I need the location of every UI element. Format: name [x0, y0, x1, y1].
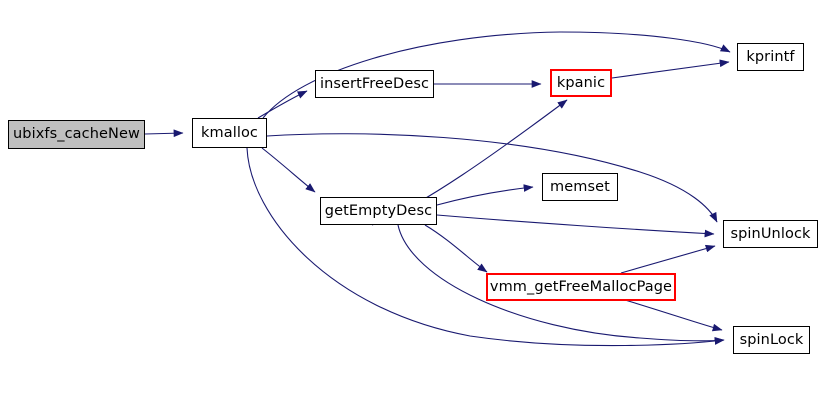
edges-group: [144, 31, 731, 347]
node-label-ubixfs_cacheNew: ubixfs_cacheNew: [13, 126, 140, 143]
node-kmalloc[interactable]: kmalloc: [192, 118, 267, 148]
edge-kmalloc-to-kprintf: [262, 31, 731, 119]
edge-kmalloc-to-getEmptyDesc: [261, 147, 316, 193]
edge-getEmptyDesc-to-spinLock: [397, 224, 725, 345]
edge-getEmptyDesc-to-vmm_getFreeMallocPage: [424, 224, 488, 273]
node-vmm_getFreeMallocPage[interactable]: vmm_getFreeMallocPage: [486, 273, 676, 301]
edge-ubixfs_cacheNew-to-kmalloc: [144, 129, 184, 138]
node-label-kmalloc: kmalloc: [200, 124, 258, 141]
edge-kmalloc-to-spinUnlock: [266, 133, 718, 223]
node-label-insertFreeDesc: insertFreeDesc: [319, 75, 430, 92]
node-insertFreeDesc[interactable]: insertFreeDesc: [315, 70, 434, 98]
node-label-kprintf: kprintf: [746, 48, 795, 65]
node-memset[interactable]: memset: [542, 173, 618, 201]
node-ubixfs_cacheNew[interactable]: ubixfs_cacheNew: [8, 120, 145, 149]
node-label-spinLock: spinLock: [739, 331, 804, 348]
node-spinUnlock[interactable]: spinUnlock: [723, 220, 818, 248]
edge-vmm_getFreeMallocPage-to-spinLock: [624, 299, 723, 332]
node-label-vmm_getFreeMallocPage: vmm_getFreeMallocPage: [489, 278, 673, 295]
node-label-memset: memset: [550, 178, 610, 195]
edge-vmm_getFreeMallocPage-to-spinUnlock: [620, 244, 716, 274]
node-spinLock[interactable]: spinLock: [733, 326, 810, 354]
node-kpanic[interactable]: kpanic: [550, 69, 612, 97]
edge-kmalloc-to-insertFreeDesc: [257, 90, 308, 119]
node-label-spinUnlock: spinUnlock: [730, 225, 811, 242]
node-label-getEmptyDesc: getEmptyDesc: [324, 202, 433, 219]
edge-kpanic-to-kprintf: [611, 59, 730, 79]
node-label-kpanic: kpanic: [556, 74, 606, 91]
node-getEmptyDesc[interactable]: getEmptyDesc: [320, 197, 437, 225]
edge-getEmptyDesc-to-spinUnlock: [436, 214, 715, 238]
edge-getEmptyDesc-to-memset: [436, 184, 534, 206]
node-kprintf[interactable]: kprintf: [737, 43, 804, 71]
edge-kmalloc-to-spinLock: [246, 147, 725, 347]
